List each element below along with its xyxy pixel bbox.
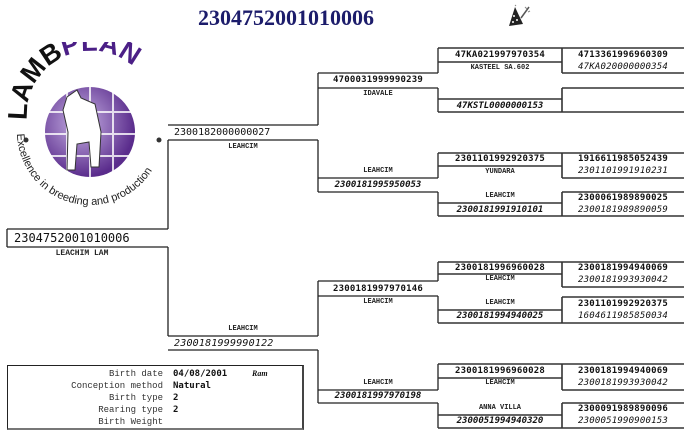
gen3-id[interactable]: 47KSTL0000000153: [456, 101, 544, 111]
gen3-id[interactable]: 2300181991910101: [456, 205, 544, 215]
sex-value: Ram: [252, 369, 268, 378]
gen3-id[interactable]: 2300181996960028: [455, 263, 545, 273]
conception-row: Conception method Natural: [8, 381, 298, 393]
gen4-dam-id[interactable]: 2300181989890059: [578, 205, 668, 215]
gen3-id[interactable]: 2300051994940320: [456, 416, 544, 426]
birth-weight-row: Birth Weight: [8, 417, 298, 429]
conception-label: Conception method: [71, 381, 163, 391]
gen4-sire-id[interactable]: 2300181994940069: [578, 366, 668, 376]
gen3-name: LEAHCIM: [485, 275, 515, 283]
gen3-id[interactable]: 2300181994940025: [456, 311, 544, 321]
birth-date-value: 04/08/2001: [173, 369, 228, 379]
birth-weight-label: Birth Weight: [98, 417, 163, 427]
gen4-sire-id[interactable]: 2300091989890096: [578, 404, 668, 414]
dam-name: LEAHCIM: [228, 325, 258, 333]
subject-name: LEACHIM LAM: [55, 249, 109, 258]
gen4-sire-id[interactable]: 2300181994940069: [578, 263, 668, 273]
gen3-name: LEAHCIM: [485, 379, 515, 387]
gen2-id[interactable]: 2300181995950053: [334, 180, 422, 190]
gen2-id[interactable]: 2300181997970146: [333, 284, 423, 294]
gen4-dam-id[interactable]: 2300051990900153: [578, 416, 668, 426]
subject-id[interactable]: 2304752001010006: [14, 231, 130, 245]
page-title: 2304752001010006: [198, 5, 374, 30]
dam-id[interactable]: 2300181999990122: [174, 338, 274, 349]
gen2-name: LEAHCIM: [363, 379, 393, 387]
gen4-dam-id[interactable]: 2301101991910231: [578, 166, 668, 176]
gen3-name: LEAHCIM: [485, 192, 515, 200]
gen3-id[interactable]: 47KA021997970354: [455, 50, 545, 60]
birth-type-label: Birth type: [108, 393, 163, 403]
gen3-id[interactable]: 2300181996960028: [455, 366, 545, 376]
gen2-id[interactable]: 2300181997970198: [334, 391, 422, 401]
rearing-type-value: 2: [173, 405, 179, 415]
gen4-dam-id[interactable]: 2300181993930042: [578, 275, 668, 285]
gen4-sire-id[interactable]: 2300061989890025: [578, 193, 668, 203]
gen2-id[interactable]: 4700031999990239: [333, 75, 423, 85]
sire-id[interactable]: 2300182000000027: [174, 127, 271, 138]
gen3-name: KASTEEL SA.602: [470, 64, 530, 72]
lambplan-logo: LAMBPLAN Excellence in breeding and prod…: [5, 42, 162, 208]
gen2-name: LEAHCIM: [363, 167, 393, 175]
rearing-type-label: Rearing type: [98, 405, 163, 415]
gen3-name: YUNDARA: [485, 168, 515, 176]
gen4-dam-id[interactable]: 47KA020000000354: [578, 62, 668, 72]
gen4-dam-id[interactable]: 1604611985850034: [578, 311, 668, 321]
rearing-type-row: Rearing type 2: [8, 405, 298, 417]
gen2-name: LEAHCIM: [363, 298, 393, 306]
gen4-sire-id[interactable]: 2301101992920375: [578, 299, 668, 309]
conception-value: Natural: [173, 381, 211, 391]
gen3-id[interactable]: 2301101992920375: [455, 154, 545, 164]
birth-type-value: 2: [173, 393, 179, 403]
sire-name: LEAHCIM: [228, 143, 258, 151]
animal-details-panel: Birth date 04/08/2001 Ram Conception met…: [7, 365, 304, 430]
gen4-sire-id[interactable]: 1916611985052439: [578, 154, 668, 164]
gen4-dam-id[interactable]: 2300181993930042: [578, 378, 668, 388]
birth-type-row: Birth type 2: [8, 393, 298, 405]
gen3-name: LEAHCIM: [485, 299, 515, 307]
birth-date-label: Birth date: [108, 369, 163, 379]
birth-date-row: Birth date 04/08/2001 Ram: [8, 369, 298, 381]
gen3-name: ANNA VILLA: [478, 404, 521, 412]
gen2-name: IDAVALE: [363, 90, 393, 98]
party-hat-icon: [509, 4, 531, 26]
gen4-sire-id[interactable]: 4713361996960309: [578, 50, 668, 60]
